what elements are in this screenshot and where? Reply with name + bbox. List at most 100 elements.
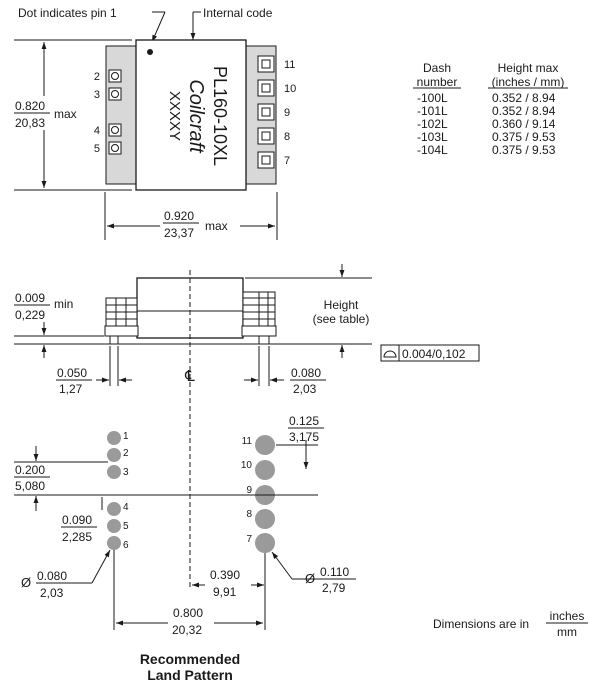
left-pin-block <box>105 45 137 185</box>
land-pin-label: 11 <box>242 436 253 447</box>
gap-left-mm: 5,080 <box>15 479 45 493</box>
top-pin-label: 7 <box>284 155 290 167</box>
units-note: Dimensions are in inches mm <box>433 609 588 639</box>
table-cell-dash: -104L <box>417 143 448 157</box>
land-pin-label: 2 <box>123 448 129 459</box>
top-view: Dot indicates pin 1 Internal code PL160-… <box>12 6 296 244</box>
units-note-inches: inches <box>550 609 585 623</box>
table-cell-height: 0.375 / 9.53 <box>492 143 556 157</box>
land-pad <box>107 431 121 445</box>
land-pad <box>107 465 121 479</box>
top-pin-label: 4 <box>94 125 100 137</box>
land-pad <box>107 502 121 516</box>
top-pin-label: 9 <box>284 107 290 119</box>
height-dim-suffix: max <box>54 107 77 121</box>
flatness-value: 0.004/0,102 <box>402 347 466 361</box>
table-cell-dash: -101L <box>417 104 448 118</box>
full-span-inches: 0.800 <box>173 606 203 620</box>
width-dim-suffix: max <box>205 219 228 233</box>
top-pin-label: 2 <box>94 71 100 83</box>
standoff-inches: 0.009 <box>15 291 45 305</box>
table-cell-dash: -100L <box>417 91 448 105</box>
diam-left-mm: 2,03 <box>40 586 64 600</box>
full-span-mm: 20,32 <box>172 623 202 637</box>
height-dim-inches: 0.820 <box>15 99 45 113</box>
land-pad <box>255 509 275 529</box>
land-pin-label: 6 <box>123 540 129 551</box>
diam-right-mm: 2,79 <box>322 581 346 595</box>
width-dim-inches: 0.920 <box>164 209 194 223</box>
table-header-units: (inches / mm) <box>492 75 565 89</box>
right-lead-mm: 2,03 <box>293 382 317 396</box>
height-dim-mm: 20,83 <box>15 116 45 130</box>
table-header-number: number <box>417 75 458 89</box>
top-pin-label: 11 <box>284 59 295 71</box>
land-pad <box>255 460 275 480</box>
left-terminals <box>108 69 122 155</box>
pitch-right-inches: 0.125 <box>289 414 319 428</box>
pitch-right-mm: 3,175 <box>289 430 319 444</box>
table-header-dash: Dash <box>423 61 451 75</box>
right-lead-inches: 0.080 <box>291 366 321 380</box>
standoff-mm: 0,229 <box>15 308 45 322</box>
land-pattern-subtitle: Land Pattern <box>147 667 233 683</box>
land-pin-label: 3 <box>123 467 129 478</box>
land-pin-label: 7 <box>246 534 252 545</box>
land-pin-label: 9 <box>246 485 252 496</box>
land-pattern-title: Recommended <box>140 651 240 667</box>
diameter-symbol: Ø <box>21 575 31 590</box>
internal-code-text: XXXXY <box>166 91 183 141</box>
top-pin-label: 8 <box>284 131 290 143</box>
table-header-height: Height max <box>498 61 559 75</box>
half-span-mm: 9,91 <box>213 585 237 599</box>
diam-left-inches: 0.080 <box>37 569 67 583</box>
side-right-leads <box>241 291 277 345</box>
units-note-text: Dimensions are in <box>433 617 529 631</box>
pin1-dot <box>147 49 153 55</box>
land-pin-label: 1 <box>123 431 129 442</box>
table-cell-height: 0.352 / 8.94 <box>492 91 556 105</box>
left-lead-inches: 0.050 <box>57 366 87 380</box>
land-pattern: 1 2 3 4 5 6 11 10 9 8 7 0.200 5,080 0.09… <box>14 414 356 683</box>
land-pad <box>255 435 275 455</box>
pitch-left-inches: 0.090 <box>62 513 92 527</box>
internal-code-callout: Internal code <box>203 6 273 20</box>
gap-left-inches: 0.200 <box>15 463 45 477</box>
land-pin-label: 5 <box>123 521 129 532</box>
land-pad <box>107 519 121 533</box>
land-pin-label: 10 <box>241 460 253 471</box>
left-lead-mm: 1,27 <box>59 382 83 396</box>
height-see-table: (see table) <box>313 312 370 326</box>
standoff-suffix: min <box>54 297 73 311</box>
height-label: Height <box>324 298 359 312</box>
pitch-left-mm: 2,285 <box>62 530 92 544</box>
centerline-symbol: ℄ <box>184 368 195 385</box>
top-pin-label: 3 <box>94 89 100 101</box>
component-body <box>135 39 247 191</box>
pin1-dot-callout: Dot indicates pin 1 <box>18 6 117 20</box>
right-terminals <box>257 55 275 169</box>
table-cell-dash: -102L <box>417 117 448 131</box>
side-view: 0.009 0,229 min Height (see table) 0.004… <box>14 264 480 590</box>
width-dim-mm: 23,37 <box>164 226 194 240</box>
half-span-inches: 0.390 <box>210 568 240 582</box>
units-note-mm: mm <box>557 625 577 639</box>
table-cell-height: 0.360 / 9.14 <box>492 117 556 131</box>
table-cell-height: 0.352 / 8.94 <box>492 104 556 118</box>
brand-logo: Coilcraft <box>185 79 207 154</box>
land-pad <box>107 536 121 550</box>
part-number-text: PL160-10XL <box>210 66 230 166</box>
land-pin-label: 4 <box>123 502 129 513</box>
table-cell-dash: -103L <box>417 130 448 144</box>
land-pad <box>107 448 121 462</box>
table-cell-height: 0.375 / 9.53 <box>492 130 556 144</box>
diam-right-inches: 0.110 <box>320 565 349 579</box>
flatness-callout: 0.004/0,102 <box>380 344 480 362</box>
top-pin-label: 5 <box>94 143 100 155</box>
land-pin-label: 8 <box>246 509 252 520</box>
land-pad <box>255 533 275 553</box>
top-pin-label: 10 <box>284 83 296 95</box>
height-table: Dash number Height max (inches / mm) -10… <box>413 61 568 157</box>
side-left-leads <box>104 297 139 345</box>
